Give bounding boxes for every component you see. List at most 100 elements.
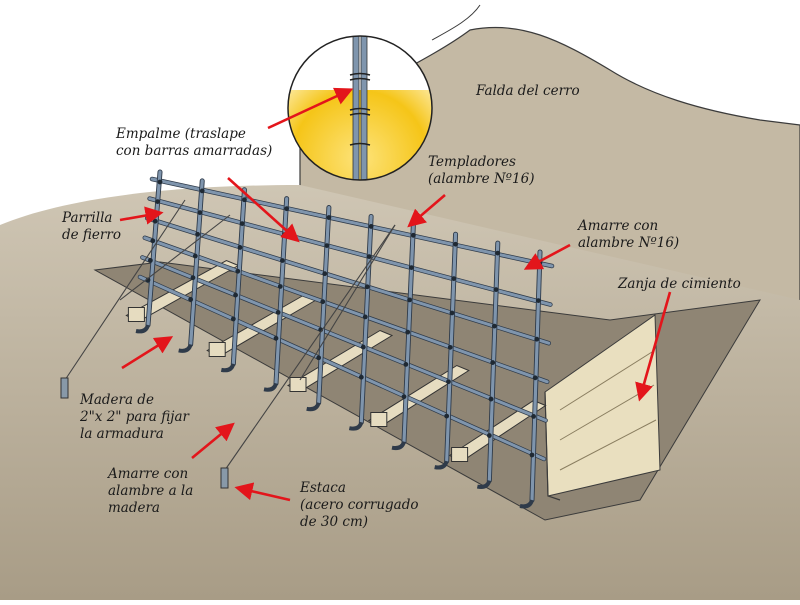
horizontal-rebar-fill [140,255,548,422]
rebar-hook [263,382,278,392]
vertical-rebar-fill [189,179,204,347]
wire-tie [148,258,153,263]
splice-inset-frame [287,35,433,181]
wire-tie [188,297,194,302]
label-empalme-line: Empalme (traslape [116,126,246,142]
wire-tie [409,265,414,270]
wire-tie [192,253,198,259]
wire-tie [152,218,158,224]
wire-tie [275,310,281,315]
rebar-hook [135,324,150,334]
wire-tie [358,374,364,380]
rebar-hook [178,343,193,353]
wire-tie [447,344,453,350]
label-empalme-line: con barras amarradas) [116,143,273,159]
wire-tie [410,232,416,238]
wire-tie [157,179,163,185]
wire-tie [368,224,374,229]
wire-tie [199,188,205,194]
wire-tie [324,243,330,249]
label-templadores: Templadores(alambre Nº16) [428,154,534,188]
anchor-stake-left [60,377,69,399]
label-templadores-line: (alambre Nº16) [428,171,535,187]
horizontal-rebar-fill [150,177,554,268]
wire-tie [233,292,238,298]
anchor-stake-front [220,467,229,489]
label-madera-line: Madera de [80,392,154,408]
wire-tie [449,310,455,316]
arrow-amarre-madera [191,422,235,460]
wire-tie [534,336,540,342]
wire-tie [284,206,290,212]
arrow-empalme-inset [267,87,354,130]
wood-block [127,307,145,322]
label-parrilla-line: de fierro [62,227,121,243]
wire-tie [237,245,243,250]
wire-tie [280,258,285,263]
wire-tie [155,199,161,205]
vertical-rebar-fill [359,214,373,424]
arrow-zanja [635,291,672,402]
wire-tie [316,355,322,361]
rebar-hook [306,402,321,412]
wire-tie [495,250,501,256]
wire-tie [235,268,241,274]
label-amarre-madera-line: alambre a la [108,483,194,499]
wire-tie [322,271,328,277]
wire-tie [453,241,458,247]
horizontal-rebar-fill [143,236,549,384]
label-falda-del-cerro: Falda del cerro [476,83,580,100]
horizontal-rebar-fill [145,216,551,345]
wood-block [370,412,388,427]
label-parrilla-line: Parrilla [62,210,113,226]
wire-tie [366,254,372,259]
label-estaca-line: de 30 cm) [300,514,369,530]
wire-tie [446,379,451,385]
wire-tie [195,231,201,237]
wire-tie [536,298,541,303]
label-madera-line: 2"x 2" para fijar [80,409,189,425]
wire-tie [282,232,287,238]
splice-inset [288,36,432,180]
arrow-estaca [234,482,291,502]
wood-block [451,447,469,462]
label-estaca-line: (acero corrugado [300,497,419,513]
arrow-amarre-alambre [523,243,571,270]
tension-wires [64,199,396,471]
vertical-rebar-fill [317,205,331,405]
wire-tie [277,284,283,289]
wire-tie [320,299,326,305]
wire-tie [364,284,370,290]
wire-tie [362,314,368,320]
wire-tie [273,335,279,341]
label-amarre-madera-line: Amarre con [108,466,189,482]
trench-edge [544,391,561,501]
arrow-parrilla [119,206,164,225]
vertical-rebar-fill [231,188,247,366]
wood-block [208,342,226,357]
wire-tie [529,452,535,458]
wire-tie [197,210,203,216]
wire-tie [326,215,332,220]
wire-tie [493,287,499,292]
wire-tie [360,344,366,350]
rebar-hook [434,460,449,470]
wire-tie [492,323,497,329]
wire-tie [190,275,196,281]
wire-tie [451,276,457,281]
wire-tie [239,221,245,227]
label-amarre-alambre-line: Amarre con [578,218,659,234]
wire-tie [150,238,156,244]
wire-tie [405,329,411,335]
vertical-rebar-fill [146,170,162,327]
wood-block [289,377,307,392]
horizontal-rebar-fill [148,197,552,307]
wire-tie [401,394,407,400]
rebar-hook [220,363,236,373]
